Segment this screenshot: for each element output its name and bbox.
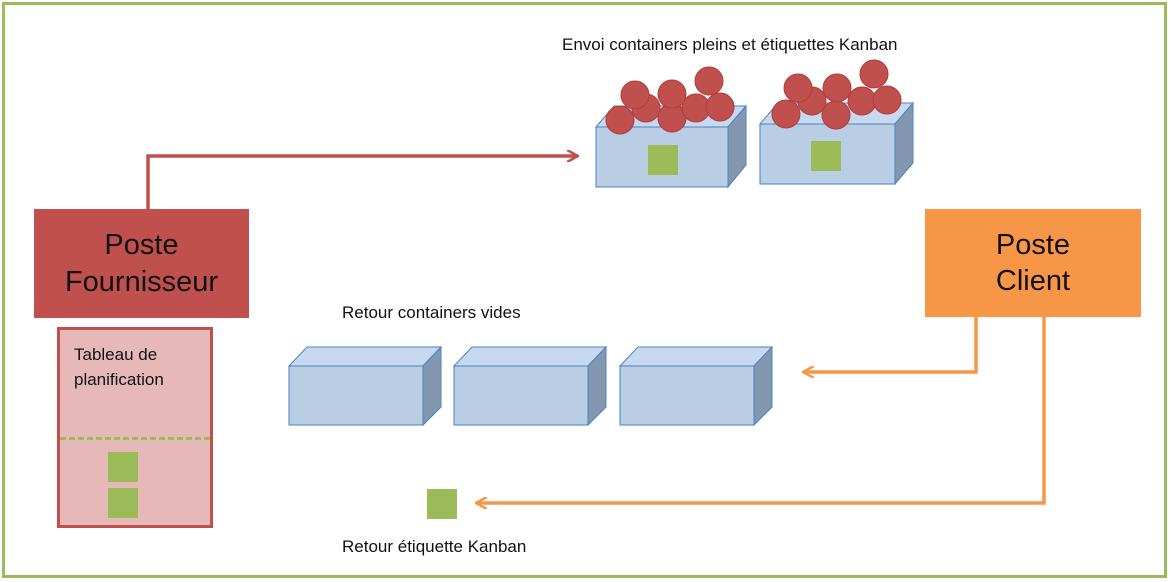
kanban-card-icon: [811, 141, 841, 171]
client-station: Poste Client: [925, 209, 1141, 317]
planning-kanban-card: [108, 488, 138, 518]
planning-board-line2: planification: [74, 369, 164, 389]
planning-board-divider: [60, 437, 210, 440]
full-container: [594, 66, 748, 189]
parts-pile: [605, 66, 735, 135]
returned-kanban-card: [427, 489, 457, 519]
empty-container: [618, 345, 774, 427]
planning-kanban-card: [108, 452, 138, 482]
planning-board-title: Tableau de planification: [74, 343, 164, 392]
kanban-card-icon: [648, 145, 678, 175]
supplier-station-line1: Poste: [104, 229, 179, 262]
planning-board-line1: Tableau de: [74, 345, 158, 364]
full-container: [758, 59, 915, 186]
supply-arrow: [146, 156, 578, 209]
empty-container: [287, 345, 443, 427]
supplier-station: Poste Fournisseur: [34, 209, 249, 318]
client-station-line2: Client: [995, 265, 1071, 297]
kanban-return-arrow: [476, 317, 1046, 503]
parts-pile: [771, 59, 902, 130]
client-station-line1: Poste: [995, 228, 1071, 261]
empty-return-arrow: [803, 317, 978, 372]
caption-full-containers: Envoi containers pleins et étiquettes Ka…: [562, 35, 898, 54]
caption-empty-containers: Retour containers vides: [342, 303, 521, 322]
empty-container: [452, 345, 608, 427]
planning-board: Tableau de planification: [57, 327, 213, 528]
caption-kanban-return: Retour étiquette Kanban: [342, 537, 527, 556]
supplier-station-line2: Fournisseur: [64, 265, 219, 298]
